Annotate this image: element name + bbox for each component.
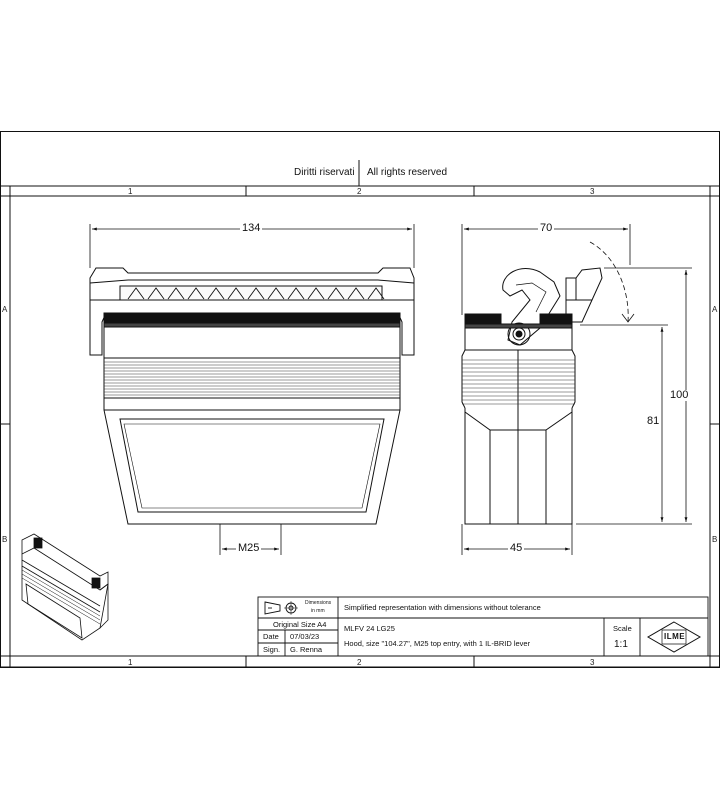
ilme-logo	[646, 621, 702, 653]
units-line-1: Dimensions	[305, 600, 332, 606]
title-block	[257, 596, 709, 657]
triangle-band	[127, 287, 385, 300]
side-rib-lines	[462, 359, 575, 405]
dim-entry-thread: M25	[236, 542, 262, 554]
isometric-view	[21, 533, 109, 641]
zone-row-a-right: A	[712, 305, 718, 314]
zone-col-3-top: 3	[590, 187, 595, 196]
side-view	[461, 241, 635, 525]
logo-text: ILME	[664, 632, 686, 641]
sign-label: Sign.	[263, 645, 281, 654]
date-label: Date	[263, 632, 279, 641]
zone-row-b-right: B	[712, 535, 718, 544]
dim-height-total: 100	[668, 389, 691, 401]
rights-english: All rights reserved	[367, 167, 448, 178]
zone-col-3-bottom: 3	[590, 658, 595, 667]
part-description: Hood, size "104.27", M25 top entry, with…	[344, 639, 531, 648]
zone-col-1-bottom: 1	[128, 658, 133, 667]
dim-width-front: 134	[240, 222, 263, 234]
zone-col-2-top: 2	[357, 187, 362, 196]
dim-width-side: 70	[538, 222, 555, 234]
side-dimensions	[461, 224, 692, 555]
scale-label: Scale	[613, 624, 632, 633]
part-code: MLFV 24 LG25	[344, 624, 395, 633]
sign-value: G. Renna	[290, 645, 323, 654]
date-value: 07/03/23	[290, 632, 320, 641]
rib-lines	[104, 361, 400, 396]
rights-italian: Diritti riservati	[294, 167, 355, 178]
zone-col-1-top: 1	[128, 187, 133, 196]
zone-row-a-left: A	[2, 305, 8, 314]
tolerance-note: Simplified representation with dimension…	[344, 603, 541, 612]
front-view	[89, 267, 415, 525]
dim-depth-base: 45	[508, 542, 525, 554]
scale-value: 1:1	[614, 639, 628, 650]
zone-col-2-bottom: 2	[357, 658, 362, 667]
dim-height-body: 81	[645, 415, 662, 427]
units-line-2: in mm	[311, 608, 325, 614]
projection-symbol	[264, 601, 281, 615]
original-size: Original Size A4	[273, 620, 327, 629]
zone-row-b-left: B	[2, 535, 8, 544]
